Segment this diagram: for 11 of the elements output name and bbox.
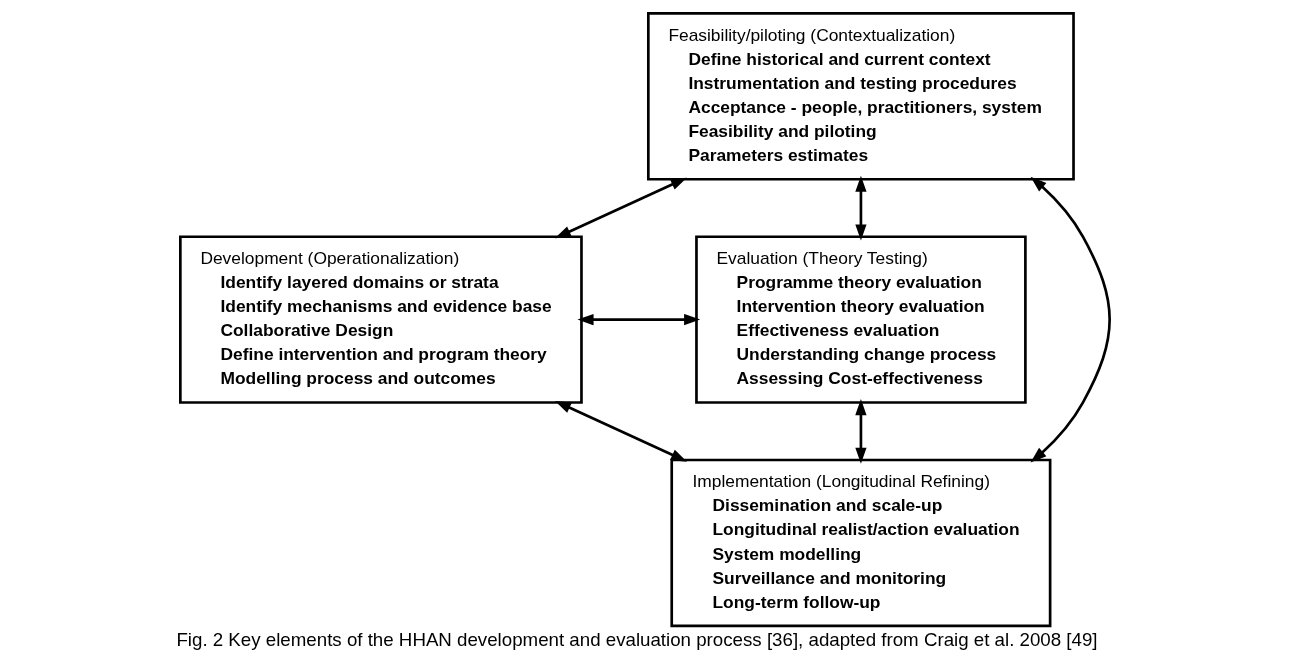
arrow (1030, 176, 1111, 463)
node-box: Implementation (Longitudinal Refining) Dissemination and scale-up Longitudinal realist/action evaluation System modelling Surveillance and monitoring Long-term follow-up (670, 458, 1052, 628)
node-box: Feasibility/piloting (Contextualization) Define historical and current context Instrumentation and testing procedures Acceptance - people, practitioners, system Feasibility and piloting Parameters estimates (647, 12, 1075, 181)
arrow (577, 314, 701, 326)
arrow (554, 400, 687, 462)
arrow (855, 399, 867, 464)
node-box: Evaluation (Theory Testing) Programme theory evaluation Intervention theory evaluation Effectiveness evaluation Understanding change process Assessing Cost-effectiveness (695, 235, 1027, 404)
arrow (855, 175, 867, 241)
node-box: Development (Operationalization) Identify layered domains or strata Identify mechanisms and evidence base Collaborative Design Define intervention and program theory Modelling process and outcomes (179, 235, 583, 404)
arrow (554, 177, 687, 239)
caption: Fig. 2 Key elements of the HHAN development and evaluation process [36], adapted from Craig et al. 2008 [49] (176, 629, 1098, 651)
